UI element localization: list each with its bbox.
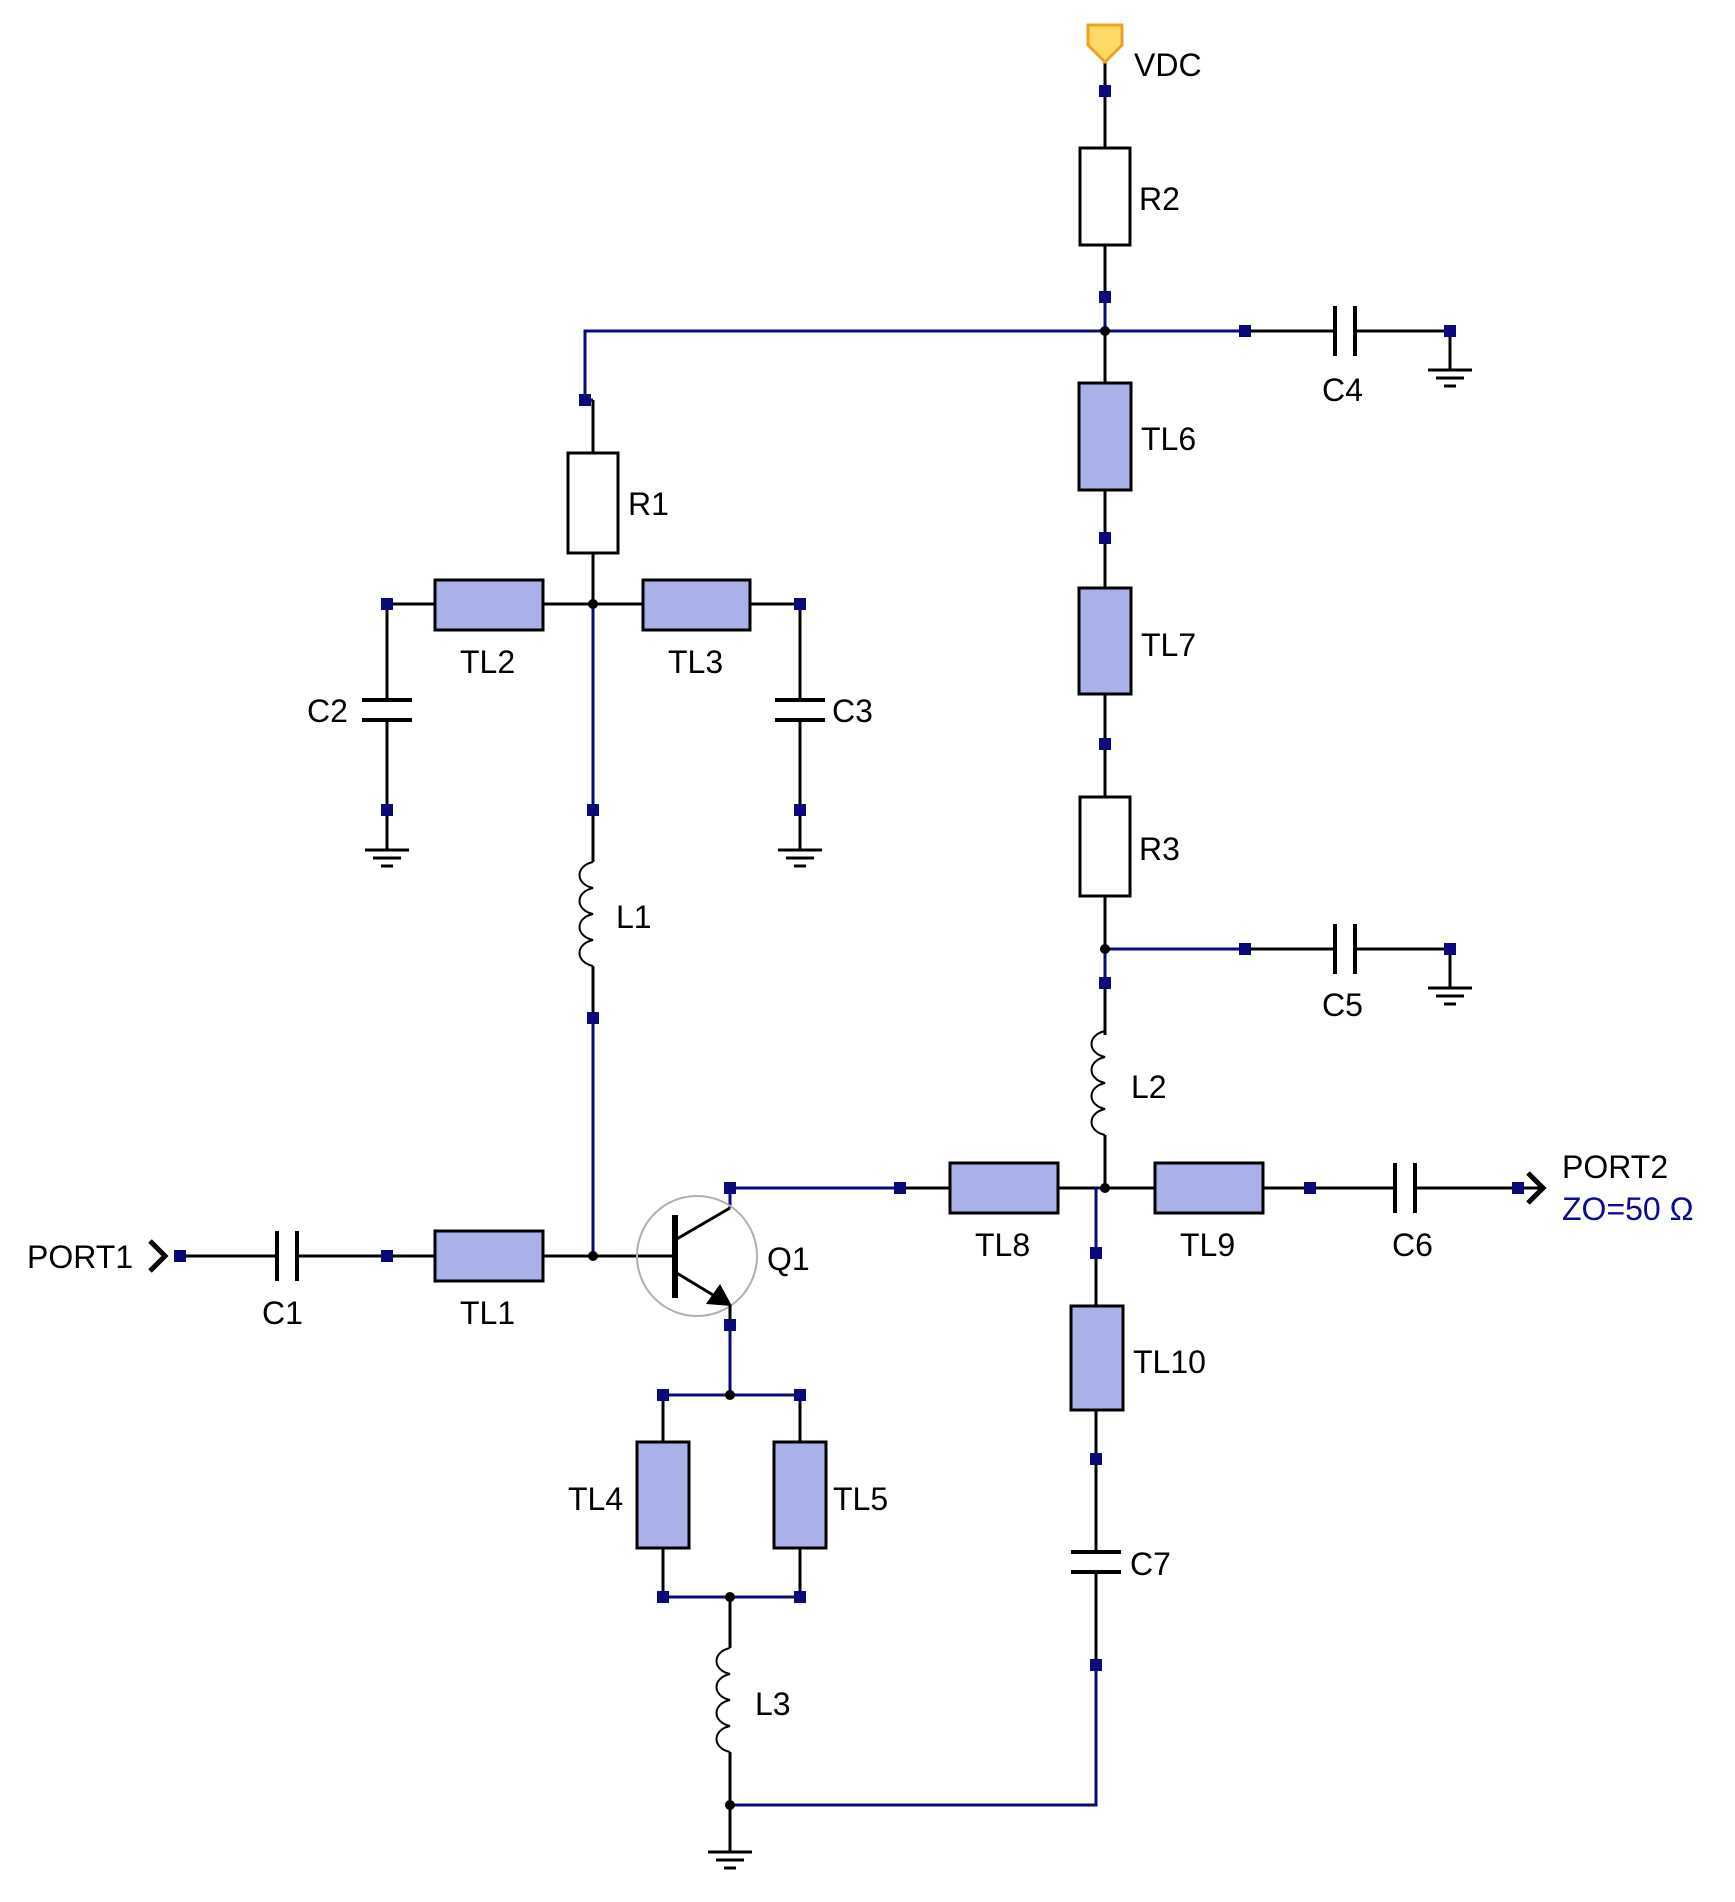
tline-tl1[interactable]: TL1 — [433, 1229, 545, 1331]
c4-label: C4 — [1322, 372, 1363, 408]
tl4-label: TL4 — [568, 1481, 623, 1517]
ground-icon — [365, 848, 409, 868]
tline-tl6[interactable]: TL6 — [1077, 381, 1196, 492]
tl10-label: TL10 — [1133, 1344, 1206, 1380]
capacitor-c6[interactable]: C6 — [1392, 1163, 1433, 1263]
ground-c3 — [778, 848, 822, 868]
vdc-label: VDC — [1134, 47, 1202, 83]
port2[interactable]: PORT2 ZO=50 Ω — [1526, 1149, 1694, 1227]
tline-tl5[interactable]: TL5 — [772, 1440, 888, 1550]
resistor-r1[interactable]: R1 — [566, 451, 669, 555]
resistor-r2[interactable]: R2 — [1078, 146, 1180, 247]
vdc-source: VDC — [1086, 23, 1202, 83]
ground-icon — [708, 1850, 752, 1870]
tl3-label: TL3 — [668, 644, 723, 680]
tl5-label: TL5 — [833, 1481, 888, 1517]
capacitor-c5[interactable]: C5 — [1322, 924, 1363, 1023]
c7-label: C7 — [1130, 1546, 1171, 1582]
c2-label: C2 — [307, 693, 348, 729]
c5-label: C5 — [1322, 987, 1363, 1023]
r3-label: R3 — [1139, 831, 1180, 867]
tline-tl10[interactable]: TL10 — [1069, 1304, 1206, 1412]
r1-label: R1 — [628, 486, 669, 522]
port1-arrow-icon — [148, 1239, 169, 1273]
tl7-label: TL7 — [1141, 627, 1196, 663]
capacitor-c1[interactable]: C1 — [262, 1231, 303, 1331]
port2-label: PORT2 — [1562, 1149, 1668, 1185]
tl9-label: TL9 — [1180, 1227, 1235, 1263]
port1-label: PORT1 — [27, 1239, 133, 1275]
capacitor-c2[interactable]: C2 — [307, 693, 412, 729]
transistor-q1[interactable]: Q1 — [636, 1195, 810, 1325]
tl8-label: TL8 — [975, 1227, 1030, 1263]
q1-label: Q1 — [767, 1241, 810, 1277]
capacitor-c4[interactable]: C4 — [1322, 306, 1363, 408]
tline-tl7[interactable]: TL7 — [1077, 586, 1196, 696]
junctions — [588, 326, 1110, 1810]
vdc-icon — [1086, 23, 1124, 65]
inductor-l2[interactable]: L2 — [1090, 1030, 1167, 1136]
port2-arrow-icon — [1526, 1171, 1547, 1205]
ground-main — [708, 1850, 752, 1870]
capacitor-c7[interactable]: C7 — [1071, 1546, 1171, 1582]
r2-label: R2 — [1139, 181, 1180, 217]
tl2-label: TL2 — [460, 644, 515, 680]
tline-tl3[interactable]: TL3 — [641, 578, 752, 680]
tline-tl2[interactable]: TL2 — [433, 578, 545, 680]
c1-label: C1 — [262, 1295, 303, 1331]
c3-label: C3 — [832, 693, 873, 729]
port2-impedance: ZO=50 Ω — [1562, 1191, 1694, 1227]
tl1-label: TL1 — [460, 1295, 515, 1331]
ground-icon — [1428, 368, 1472, 388]
l2-label: L2 — [1131, 1069, 1167, 1105]
pins — [174, 85, 1524, 1671]
inductor-l3[interactable]: L3 — [715, 1647, 791, 1753]
ground-icon — [778, 848, 822, 868]
c6-label: C6 — [1392, 1227, 1433, 1263]
tl6-label: TL6 — [1141, 421, 1196, 457]
resistor-r3[interactable]: R3 — [1078, 795, 1180, 898]
ground-c4 — [1428, 368, 1472, 388]
emitter-arrow-icon — [706, 1284, 732, 1306]
l3-label: L3 — [755, 1686, 791, 1722]
ground-c2 — [365, 848, 409, 868]
tline-tl8[interactable]: TL8 — [948, 1161, 1060, 1263]
tline-tl9[interactable]: TL9 — [1153, 1161, 1265, 1263]
port1[interactable]: PORT1 — [27, 1239, 169, 1275]
inductor-l1[interactable]: L1 — [578, 861, 652, 967]
ground-icon — [1428, 986, 1472, 1006]
capacitor-c3[interactable]: C3 — [775, 693, 873, 729]
l1-label: L1 — [616, 899, 652, 935]
ground-c5 — [1428, 986, 1472, 1006]
tline-tl4[interactable]: TL4 — [568, 1440, 691, 1550]
